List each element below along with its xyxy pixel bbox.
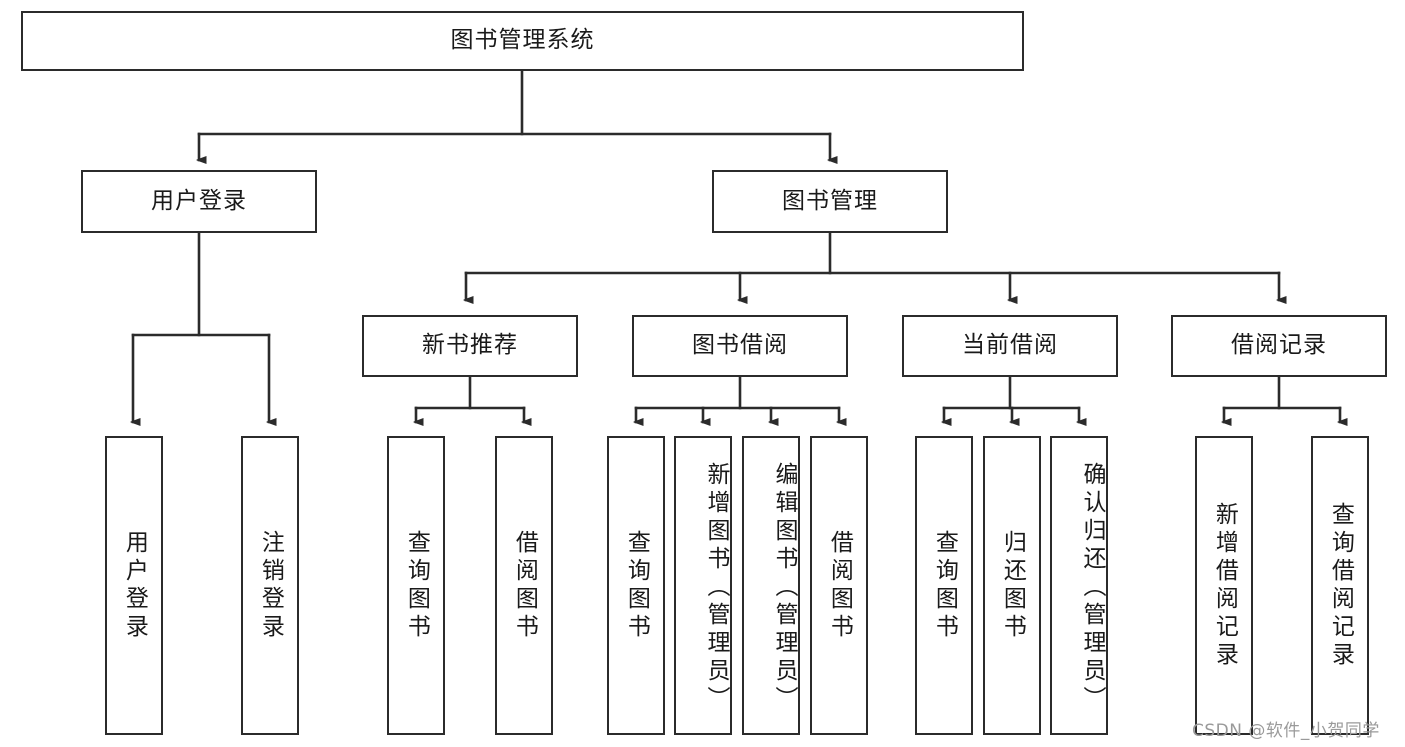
node-current-borrow[interactable]: 当前借阅 [902,315,1118,377]
node-label: 查询图书 [623,529,650,642]
node-leaf-user-login[interactable]: 用户登录 [105,436,163,735]
node-label: 借阅图书 [511,529,538,642]
node-label: 新书推荐 [422,332,518,359]
node-label: 归还图书 [999,529,1026,642]
node-label: 注销登录 [257,529,284,642]
node-label: 编辑图书（管理员） [771,461,797,714]
node-label: 查询借阅记录 [1327,501,1354,670]
node-label: 借阅记录 [1231,332,1327,359]
node-borrow-record[interactable]: 借阅记录 [1171,315,1387,377]
node-label: 借阅图书 [826,529,853,642]
node-leaf-query-borrow-record[interactable]: 查询借阅记录 [1311,436,1369,735]
csdn-watermark: CSDN @软件_小贺同学 [1192,721,1380,741]
node-leaf-query-book-borrow[interactable]: 查询图书 [607,436,665,735]
node-leaf-edit-book[interactable]: 编辑图书（管理员） [742,436,800,735]
node-label: 用户登录 [151,187,247,214]
node-leaf-borrow-book-recommend[interactable]: 借阅图书 [495,436,553,735]
node-leaf-user-logout[interactable]: 注销登录 [241,436,299,735]
node-label: 图书管理 [782,187,878,214]
node-leaf-return-book[interactable]: 归还图书 [983,436,1041,735]
node-label: 新增图书（管理员） [703,461,729,714]
node-book-borrow[interactable]: 图书借阅 [632,315,848,377]
node-label: 当前借阅 [962,332,1058,359]
node-leaf-confirm-return[interactable]: 确认归还（管理员） [1050,436,1108,735]
node-user-login[interactable]: 用户登录 [81,170,317,233]
node-leaf-query-book-recommend[interactable]: 查询图书 [387,436,445,735]
node-label: 图书借阅 [692,332,788,359]
node-leaf-add-book[interactable]: 新增图书（管理员） [674,436,732,735]
node-book-management[interactable]: 图书管理 [712,170,948,233]
node-label: 确认归还（管理员） [1079,461,1105,714]
node-new-book-recommend[interactable]: 新书推荐 [362,315,578,377]
node-leaf-borrow-book[interactable]: 借阅图书 [810,436,868,735]
node-leaf-add-borrow-record[interactable]: 新增借阅记录 [1195,436,1253,735]
node-leaf-query-book-current[interactable]: 查询图书 [915,436,973,735]
node-label: 用户登录 [121,529,148,642]
node-root-book-management-system[interactable]: 图书管理系统 [21,11,1024,71]
node-label: 查询图书 [931,529,958,642]
node-label: 图书管理系统 [450,27,595,54]
node-label: 新增借阅记录 [1211,501,1238,670]
node-label: 查询图书 [403,529,430,642]
